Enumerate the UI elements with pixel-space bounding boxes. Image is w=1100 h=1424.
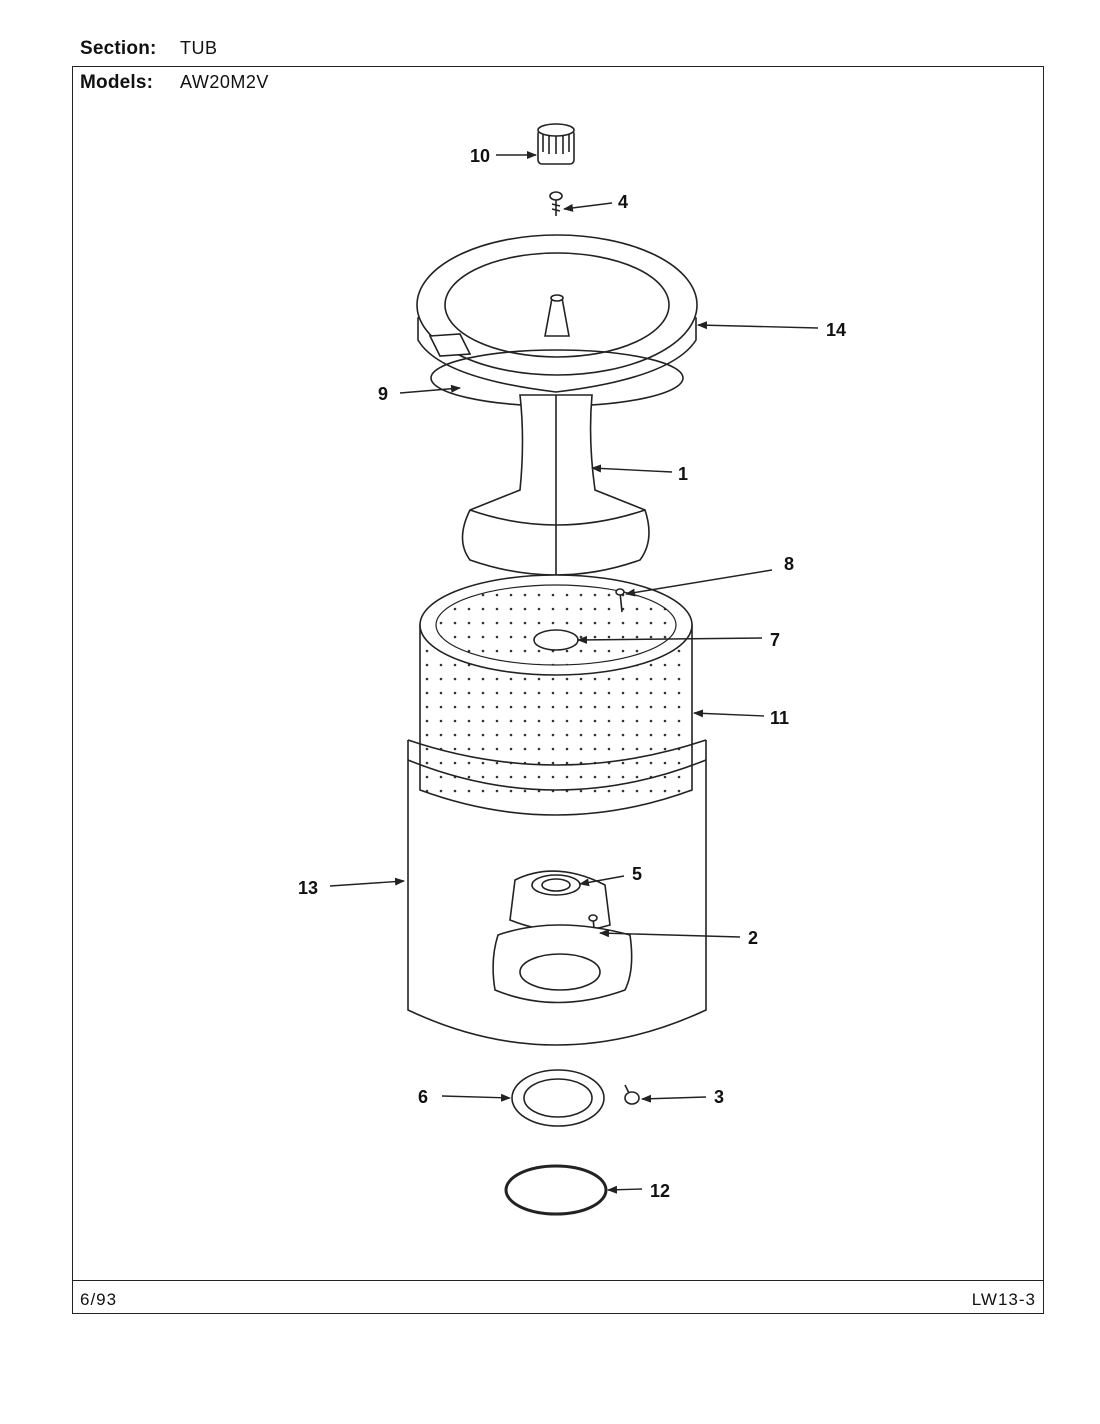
callout-10: 10: [470, 146, 490, 166]
part-1-agitator: [461, 394, 650, 576]
callout-2: 2: [748, 928, 758, 948]
callout-11: 11: [770, 708, 789, 728]
section-label: Section:: [80, 38, 157, 59]
footer-page-code: LW13-3: [971, 1290, 1036, 1309]
leader-4: [563, 202, 613, 212]
section-value: TUB: [180, 38, 218, 58]
part-4-screw: [549, 191, 563, 216]
part-10-cap: [537, 123, 575, 165]
callout-6: 6: [418, 1087, 428, 1107]
part-8-screw: [615, 588, 625, 613]
footer-divider: [72, 1280, 1044, 1281]
leader-6: [441, 1093, 511, 1102]
tub-bottom-flange: [492, 924, 633, 1004]
leader-13: [329, 877, 405, 887]
part-3-nut: [624, 1084, 640, 1105]
part-14-tub-ring: [416, 234, 698, 393]
callout-13: 13: [298, 878, 318, 898]
callout-5: 5: [632, 864, 642, 884]
callout-9: 9: [378, 384, 388, 404]
part-5-hub: [509, 870, 611, 933]
callout-3: 3: [714, 1087, 724, 1107]
callout-4: 4: [618, 192, 628, 212]
part-13-outer-tub: [407, 739, 707, 1046]
callout-1: 1: [678, 464, 688, 484]
models-label: Models:: [80, 72, 154, 93]
leader-3: [641, 1094, 707, 1103]
leader-1: [591, 464, 673, 473]
leader-11: [693, 709, 765, 718]
callout-7: 7: [770, 630, 780, 650]
part-12-ring: [504, 1164, 608, 1216]
leader-7: [577, 635, 763, 644]
part-11-basket: [419, 574, 693, 816]
leader-2: [599, 929, 741, 938]
footer-date: 6/93: [80, 1290, 118, 1309]
models-header: Models: AW20M2V: [80, 72, 269, 94]
diagram-frame: [72, 66, 1044, 1314]
section-header: Section: TUB: [80, 38, 218, 60]
callout-12: 12: [650, 1181, 670, 1201]
leader-9: [399, 384, 461, 394]
leader-5: [579, 875, 625, 887]
callout-14: 14: [826, 320, 846, 340]
models-value: AW20M2V: [180, 72, 269, 92]
part-6-flange: [511, 1069, 605, 1127]
leader-12: [607, 1185, 643, 1194]
leader-14: [697, 321, 819, 330]
leader-8: [625, 569, 773, 597]
callout-8: 8: [784, 554, 794, 574]
